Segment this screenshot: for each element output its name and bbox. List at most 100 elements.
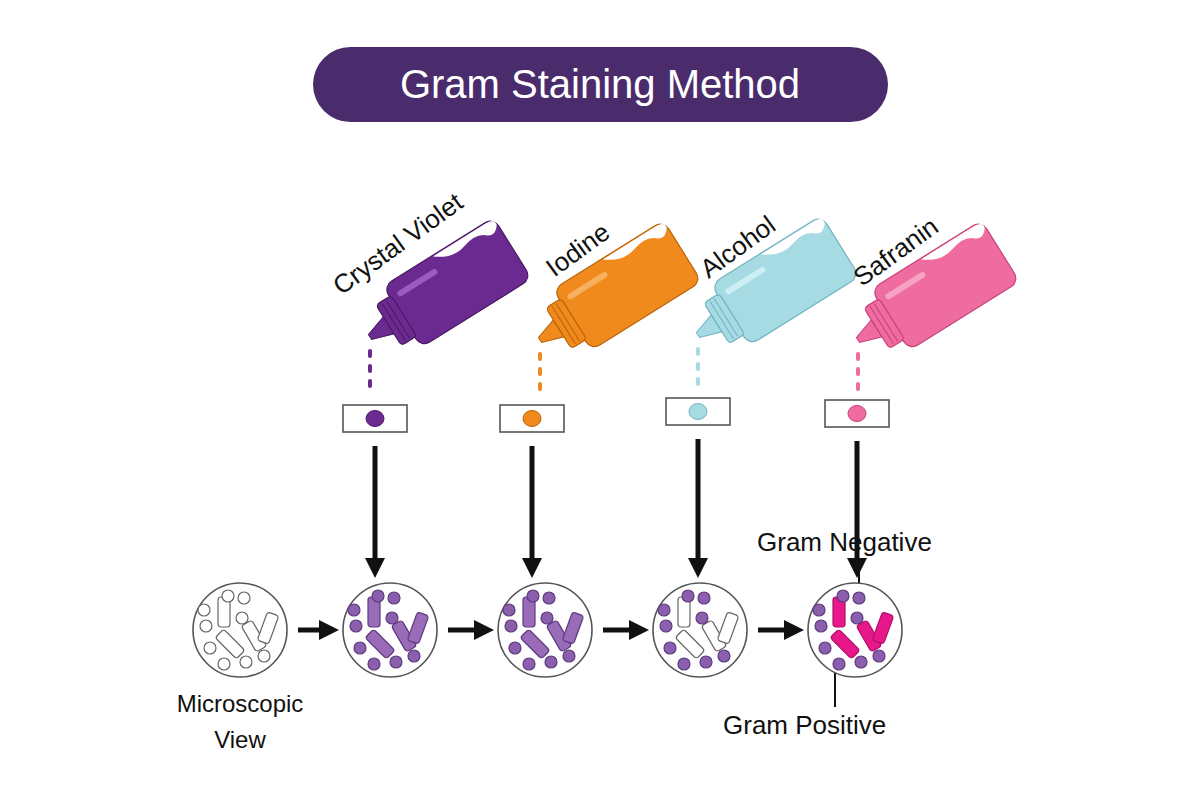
drop (368, 379, 372, 388)
title-pill: Gram Staining Method (313, 47, 888, 122)
coccus-cell (390, 656, 402, 668)
rod-cell (257, 612, 279, 644)
microscope-field (342, 582, 438, 678)
coccus-cell (541, 612, 553, 624)
field-drawing (652, 582, 748, 678)
coccus-cell (853, 592, 865, 604)
coccus-cell (696, 612, 708, 624)
flow-arrow (696, 439, 701, 572)
field-outline (808, 583, 902, 677)
coccus-cell (258, 650, 270, 662)
bottle-drawing (245, 180, 505, 432)
drop (856, 382, 860, 391)
field-outline (343, 583, 437, 677)
drop (696, 377, 700, 386)
coccus-cell (527, 590, 539, 602)
coccus-cell (236, 612, 248, 624)
drop (368, 364, 372, 373)
coccus-cell (505, 620, 517, 632)
coccus-cell (240, 656, 252, 668)
coccus-cell (700, 656, 712, 668)
coccus-cell (204, 642, 216, 654)
coccus-cell (198, 604, 210, 616)
coccus-cell (350, 620, 362, 632)
coccus-cell (718, 650, 730, 662)
field-drawing (192, 582, 288, 678)
coccus-cell (523, 658, 535, 670)
coccus-cell (372, 590, 384, 602)
flow-arrow (603, 628, 643, 633)
rod-cell (675, 629, 705, 659)
field-outline (653, 583, 747, 677)
ring-groove (870, 307, 893, 344)
coccus-cell (855, 656, 867, 668)
microscope-field (497, 582, 593, 678)
coccus-cell (200, 620, 212, 632)
coccus-cell (563, 650, 575, 662)
coccus-cell (813, 604, 825, 616)
coccus-cell (851, 612, 863, 624)
bottle-drawing (568, 180, 828, 425)
coccus-cell (543, 592, 555, 604)
stain-drop (689, 404, 707, 420)
stain-drop (366, 411, 384, 427)
bottle-air (603, 222, 670, 271)
flow-arrow (758, 628, 798, 633)
microscope-field (807, 582, 903, 678)
coccus-cell (658, 604, 670, 616)
coccus-cell (660, 620, 672, 632)
coccus-cell (386, 612, 398, 624)
coccus-cell (408, 650, 420, 662)
coccus-cell (545, 656, 557, 668)
rod-cell (365, 629, 395, 659)
bottle-ring (546, 298, 587, 348)
coccus-cell (837, 590, 849, 602)
bottle-ring (376, 295, 417, 345)
coccus-cell (819, 642, 831, 654)
rod-cell (717, 612, 739, 644)
coccus-cell (368, 658, 380, 670)
ring-groove (714, 299, 737, 336)
stain-drop (523, 411, 541, 427)
rod-cell (830, 629, 860, 659)
ring-groove (382, 304, 405, 341)
coccus-cell (509, 642, 521, 654)
field-drawing (342, 582, 438, 678)
coccus-cell (664, 642, 676, 654)
bottle-ring (864, 298, 905, 348)
microscope-field: Microscopic View (192, 582, 288, 678)
coccus-cell (698, 592, 710, 604)
rod-cell (215, 629, 245, 659)
ring-groove (386, 301, 409, 338)
ring-groove (552, 307, 575, 344)
rod-cell (872, 612, 894, 644)
drop (856, 367, 860, 376)
glass-slide (500, 405, 564, 432)
coccus-cell (238, 592, 250, 604)
field-outline (193, 583, 287, 677)
ring-groove (874, 304, 897, 341)
microscope-field (652, 582, 748, 678)
drop (538, 367, 542, 376)
coccus-cell (682, 590, 694, 602)
glass-slide (666, 398, 730, 425)
field-outline (498, 583, 592, 677)
drop (538, 352, 542, 361)
reagent-bottle: Crystal Violet (245, 180, 505, 432)
flow-arrow (530, 446, 535, 572)
coccus-cell (833, 658, 845, 670)
coccus-cell (873, 650, 885, 662)
coccus-cell (348, 604, 360, 616)
drop (856, 352, 860, 361)
bottle-highlight (396, 268, 438, 297)
field-caption: Microscopic View (165, 686, 315, 758)
drop (696, 362, 700, 371)
reagent-bottle: Alcohol (568, 180, 828, 425)
flow-arrow (448, 628, 488, 633)
flow-arrow (298, 628, 333, 633)
ring-groove (556, 304, 579, 341)
coccus-cell (815, 620, 827, 632)
coccus-cell (503, 604, 515, 616)
coccus-cell (218, 658, 230, 670)
